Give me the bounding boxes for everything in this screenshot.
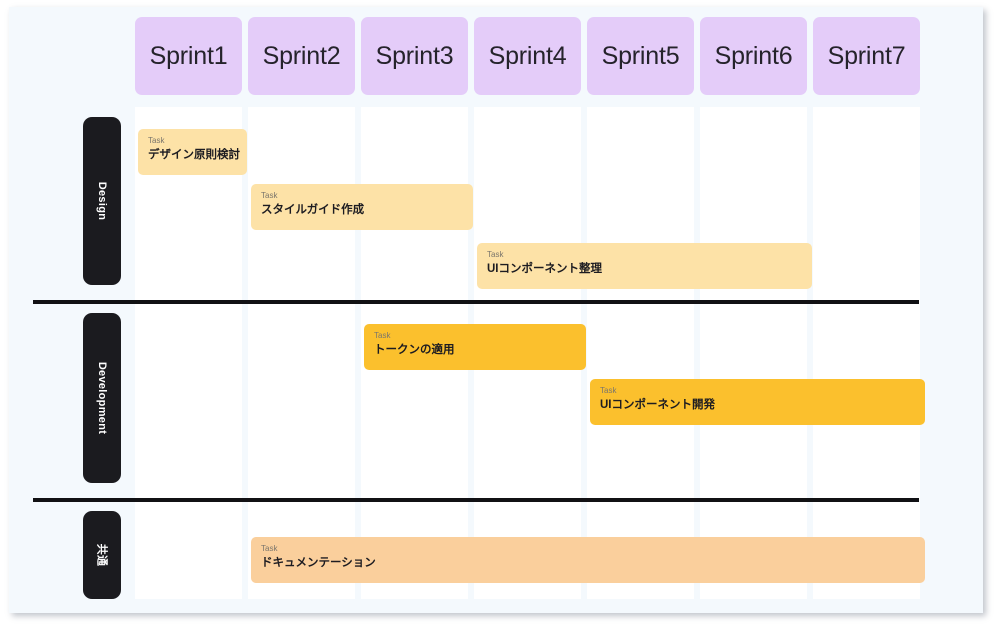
lane-divider-1 bbox=[33, 498, 919, 502]
grid-column-1 bbox=[135, 107, 242, 599]
task-bar[interactable]: Task ドキュメンテーション bbox=[251, 537, 925, 583]
task-kicker: Task bbox=[374, 331, 391, 340]
task-title: トークンの適用 bbox=[374, 344, 455, 356]
grid-column-6 bbox=[700, 107, 807, 599]
sprint-header-label: Sprint3 bbox=[375, 41, 454, 70]
sprint-header-5[interactable]: Sprint5 bbox=[587, 17, 694, 95]
task-title: UIコンポーネント整理 bbox=[487, 263, 602, 275]
sprint-header-2[interactable]: Sprint2 bbox=[248, 17, 355, 95]
grid-column-5 bbox=[587, 107, 694, 599]
swimlane-label: 共通 bbox=[94, 543, 107, 567]
sprint-gantt-board: Sprint1 Sprint2 Sprint3 Sprint4 Sprint5 Sprin… bbox=[9, 7, 983, 613]
swimlane-tab-2[interactable]: 共通 bbox=[83, 511, 121, 599]
sprint-header-label: Sprint4 bbox=[488, 41, 567, 70]
task-kicker: Task bbox=[261, 544, 278, 553]
task-kicker: Task bbox=[487, 250, 504, 259]
sprint-header-4[interactable]: Sprint4 bbox=[474, 17, 581, 95]
task-title: ドキュメンテーション bbox=[261, 557, 376, 569]
sprint-header-label: Sprint1 bbox=[149, 41, 228, 70]
task-title: UIコンポーネント開発 bbox=[600, 399, 715, 411]
swimlane-tab-1[interactable]: Development bbox=[83, 313, 121, 483]
task-bar[interactable]: Task デザイン原則検討 bbox=[138, 129, 247, 175]
task-bar[interactable]: Task トークンの適用 bbox=[364, 324, 586, 370]
task-kicker: Task bbox=[600, 386, 617, 395]
sprint-header-label: Sprint6 bbox=[714, 41, 793, 70]
task-title: デザイン原則検討 bbox=[148, 149, 240, 161]
sprint-header-label: Sprint7 bbox=[827, 41, 906, 70]
swimlane-tab-0[interactable]: Design bbox=[83, 117, 121, 285]
sprint-header-3[interactable]: Sprint3 bbox=[361, 17, 468, 95]
sprint-header-row: Sprint1 Sprint2 Sprint3 Sprint4 Sprint5 Sprin… bbox=[135, 17, 921, 95]
task-title: スタイルガイド作成 bbox=[261, 204, 365, 216]
sprint-header-label: Sprint2 bbox=[262, 41, 341, 70]
swimlane-label: Design bbox=[96, 181, 109, 221]
task-bar[interactable]: Task スタイルガイド作成 bbox=[251, 184, 473, 230]
grid-column-7 bbox=[813, 107, 920, 599]
sprint-header-7[interactable]: Sprint7 bbox=[813, 17, 920, 95]
sprint-header-1[interactable]: Sprint1 bbox=[135, 17, 242, 95]
sprint-header-6[interactable]: Sprint6 bbox=[700, 17, 807, 95]
lane-divider-0 bbox=[33, 300, 919, 304]
task-kicker: Task bbox=[148, 136, 165, 145]
grid-column-2 bbox=[248, 107, 355, 599]
swimlane-label: Development bbox=[96, 361, 108, 435]
roadmap-canvas: Sprint1 Sprint2 Sprint3 Sprint4 Sprint5 Sprin… bbox=[9, 7, 983, 613]
sprint-header-label: Sprint5 bbox=[601, 41, 680, 70]
task-kicker: Task bbox=[261, 191, 278, 200]
